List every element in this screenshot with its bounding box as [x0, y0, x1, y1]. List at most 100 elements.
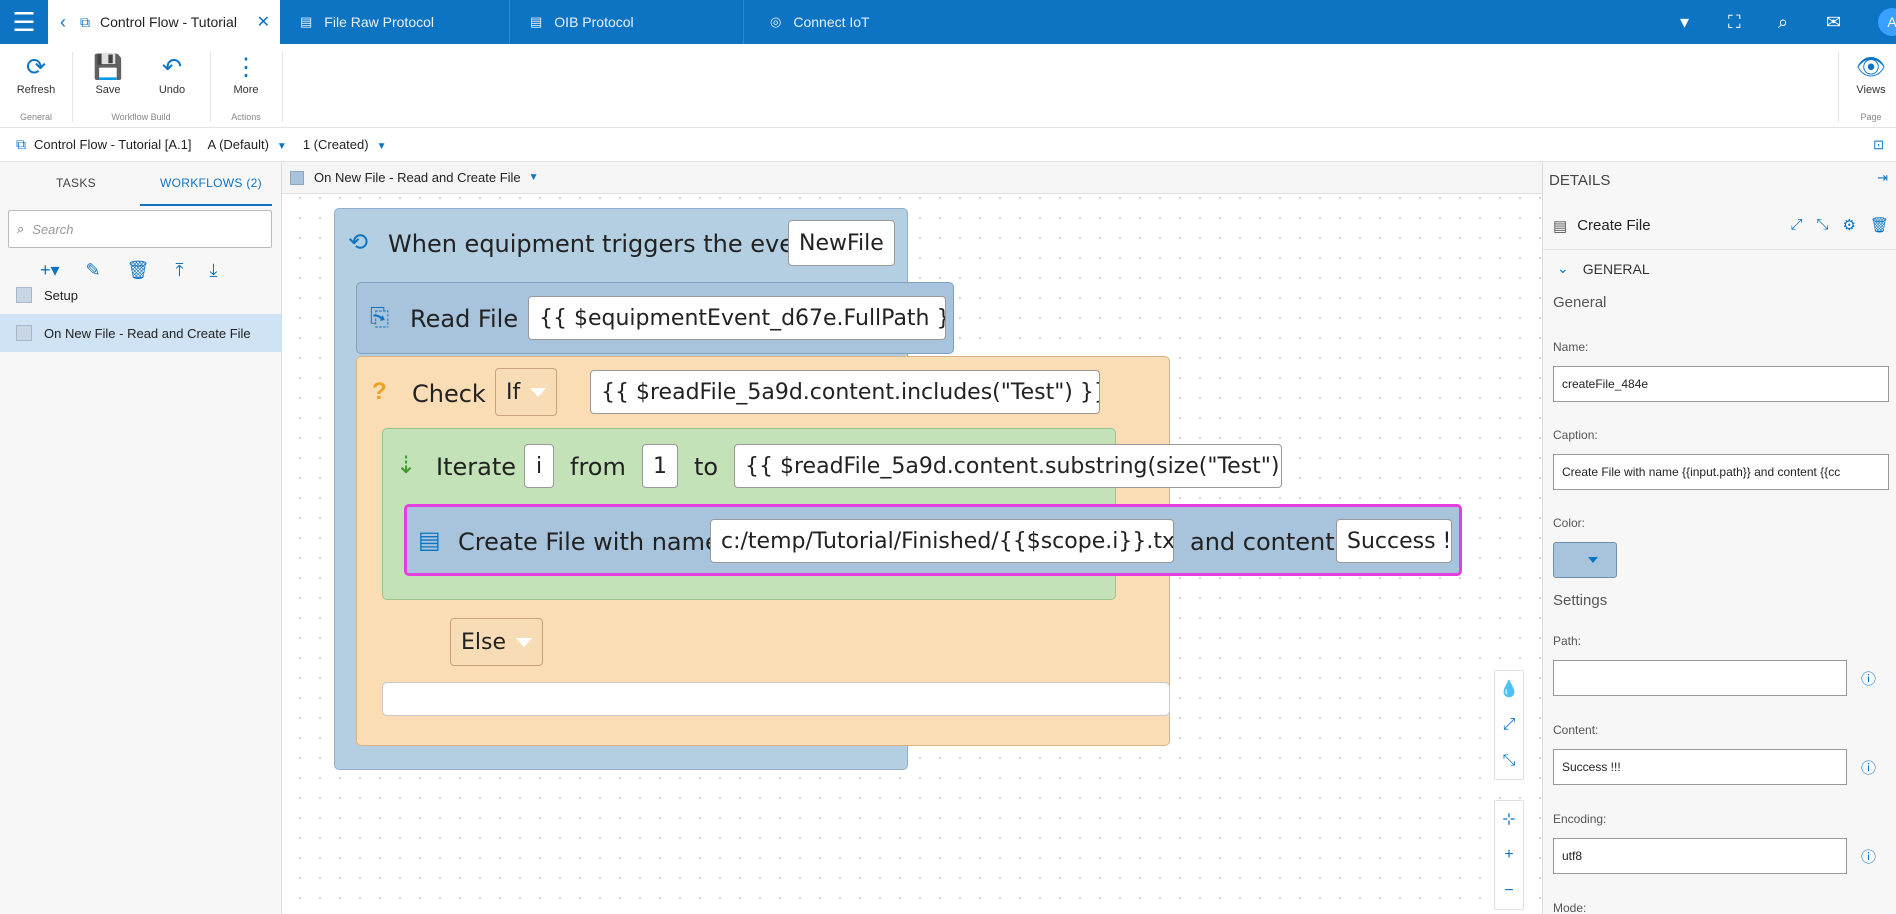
name-field[interactable]: createFile_484e [1553, 366, 1889, 402]
expand-icon[interactable]: ⤢ [1790, 216, 1802, 234]
group-general: General [6, 112, 66, 122]
zoom-out-icon[interactable]: − [1495, 873, 1523, 909]
check-mode-dropdown[interactable]: If [495, 368, 557, 416]
path-label: Path: [1553, 634, 1581, 648]
file-icon: ▤ [418, 526, 441, 555]
views-label: Views [1856, 84, 1885, 96]
divider [282, 52, 283, 122]
tab-tasks[interactable]: TASKS [56, 176, 96, 190]
color-label: Color: [1553, 516, 1585, 530]
else-label: Else [461, 630, 506, 655]
save-icon: 💾 [78, 52, 138, 84]
save-label: Save [95, 84, 120, 96]
close-icon[interactable]: ✕ [257, 12, 270, 32]
workflow-canvas[interactable]: On New File - Read and Create File ▼ ⟲ W… [282, 162, 1542, 914]
list-item-label: Setup [44, 288, 78, 303]
create-file-content-field[interactable]: Success !!! [1336, 519, 1452, 563]
menu-icon[interactable]: ☰ [0, 0, 48, 44]
tab-control-flow-tutorial[interactable]: ‹ ⧉ Control Flow - Tutorial ✕ [48, 0, 280, 44]
color-picker[interactable] [1553, 542, 1617, 578]
panel-toggle-icon[interactable]: ⊡ [1873, 137, 1884, 153]
more-icon: ⋮ [216, 52, 276, 84]
section-label: GENERAL [1583, 261, 1650, 277]
tab-oib-protocol[interactable]: ▤ OIB Protocol [530, 0, 744, 44]
read-file-path-field[interactable]: {{ $equipmentEvent_d67e.FullPath }} [528, 296, 946, 340]
active-tab-indicator [140, 204, 272, 206]
tab-workflows[interactable]: WORKFLOWS (2) [160, 176, 262, 190]
fit-icon[interactable]: ⊹ [1495, 801, 1523, 837]
revision-value: 1 (Created) [303, 137, 369, 152]
info-icon[interactable]: ⓘ [1861, 668, 1876, 689]
iterate-from-field[interactable]: 1 [642, 444, 678, 488]
undo-icon: ↶ [142, 52, 202, 84]
else-dropdown[interactable]: Else [450, 618, 543, 666]
undo-label: Undo [159, 84, 185, 96]
encoding-label: Encoding: [1553, 812, 1606, 826]
version-value: A (Default) [208, 137, 269, 152]
encoding-field[interactable]: utf8 [1553, 838, 1847, 874]
tab-label: OIB Protocol [554, 14, 633, 30]
content-field[interactable]: Success !!! [1553, 749, 1847, 785]
expand-icon[interactable]: ⤢ [1495, 707, 1523, 743]
collapse-panel-icon[interactable]: ⇥ [1877, 170, 1888, 186]
iterate-icon: ⇣ [396, 451, 416, 480]
scan-icon[interactable]: ⛶ [1728, 0, 1741, 44]
refresh-label: Refresh [17, 84, 56, 96]
collapse-icon[interactable]: ⤡ [1495, 743, 1523, 779]
color-drop-icon[interactable]: 💧 [1495, 671, 1523, 707]
caret-down-icon [516, 638, 532, 647]
search-input[interactable]: ⌕ Search [8, 210, 272, 248]
read-file-icon: ⎘ [370, 304, 389, 332]
file-icon: ▤ [1553, 217, 1567, 235]
event-name-field[interactable]: NewFile [788, 220, 895, 266]
refresh-button[interactable]: ⟳ Refresh [6, 52, 66, 96]
canvas-header: On New File - Read and Create File ▼ [282, 162, 1542, 194]
undo-button[interactable]: ↶ Undo [142, 52, 202, 96]
details-title: DETAILS [1549, 172, 1610, 189]
tab-label: Control Flow - Tutorial [100, 14, 237, 30]
collapse-icon[interactable]: ⤡ [1816, 216, 1828, 234]
tab-connect-iot[interactable]: ◎ Connect IoT [770, 0, 970, 44]
caret-down-icon: ▼ [277, 141, 287, 152]
list-item-setup[interactable]: Setup [0, 276, 282, 314]
create-file-path-field[interactable]: c:/temp/Tutorial/Finished/{{$scope.i}}.t… [710, 519, 1174, 563]
workflow-name: On New File - Read and Create File [314, 170, 521, 185]
else-slot[interactable] [382, 682, 1170, 716]
caret-down-icon[interactable]: ▼ [529, 172, 539, 183]
section-general[interactable]: ⌄ GENERAL [1557, 260, 1650, 277]
mode-label: Mode: [1553, 901, 1586, 914]
list-item-on-new-file[interactable]: On New File - Read and Create File [0, 314, 282, 352]
more-button[interactable]: ⋮ More [216, 52, 276, 96]
messages-icon[interactable]: ✉ [1826, 0, 1841, 44]
delete-icon[interactable]: 🗑 [1870, 216, 1889, 234]
top-bar: ☰ ‹ ⧉ Control Flow - Tutorial ✕ ▤ File R… [0, 0, 1896, 44]
info-icon[interactable]: ⓘ [1861, 846, 1876, 867]
search-icon[interactable]: ⌕ [1778, 0, 1788, 44]
tab-file-raw-protocol[interactable]: ▤ File Raw Protocol [300, 0, 510, 44]
search-placeholder: Search [32, 222, 73, 237]
zoom-tools: ⊹ + − [1494, 800, 1524, 910]
question-icon: ? [372, 378, 387, 406]
info-icon[interactable]: ⓘ [1861, 757, 1876, 778]
tab-label: File Raw Protocol [324, 14, 434, 30]
tabs-dropdown-icon[interactable]: ▾ [1680, 0, 1689, 44]
back-icon[interactable]: ‹ [60, 12, 66, 33]
search-icon: ⌕ [17, 221, 24, 237]
path-field[interactable] [1553, 660, 1847, 696]
zoom-in-icon[interactable]: + [1495, 837, 1523, 873]
hierarchy-icon: ⧉ [16, 136, 26, 153]
check-condition-field[interactable]: {{ $readFile_5a9d.content.includes("Test… [590, 370, 1100, 414]
divider [72, 52, 73, 122]
avatar[interactable]: A [1878, 8, 1896, 36]
caption-field[interactable]: Create File with name {{input.path}} and… [1553, 454, 1889, 490]
iterate-variable-field[interactable]: i [524, 444, 554, 488]
iot-icon: ◎ [770, 14, 781, 30]
save-button[interactable]: 💾 Save [78, 52, 138, 96]
more-label: More [233, 84, 258, 96]
settings-heading: Settings [1553, 592, 1607, 609]
version-select[interactable]: A (Default) ▼ [200, 137, 287, 152]
revision-select[interactable]: 1 (Created)▼ [295, 137, 387, 152]
views-button[interactable]: 👁 Views [1846, 52, 1896, 96]
iterate-to-field[interactable]: {{ $readFile_5a9d.content.substring(size… [734, 444, 1282, 488]
gear-icon[interactable]: ⚙ [1843, 216, 1856, 234]
